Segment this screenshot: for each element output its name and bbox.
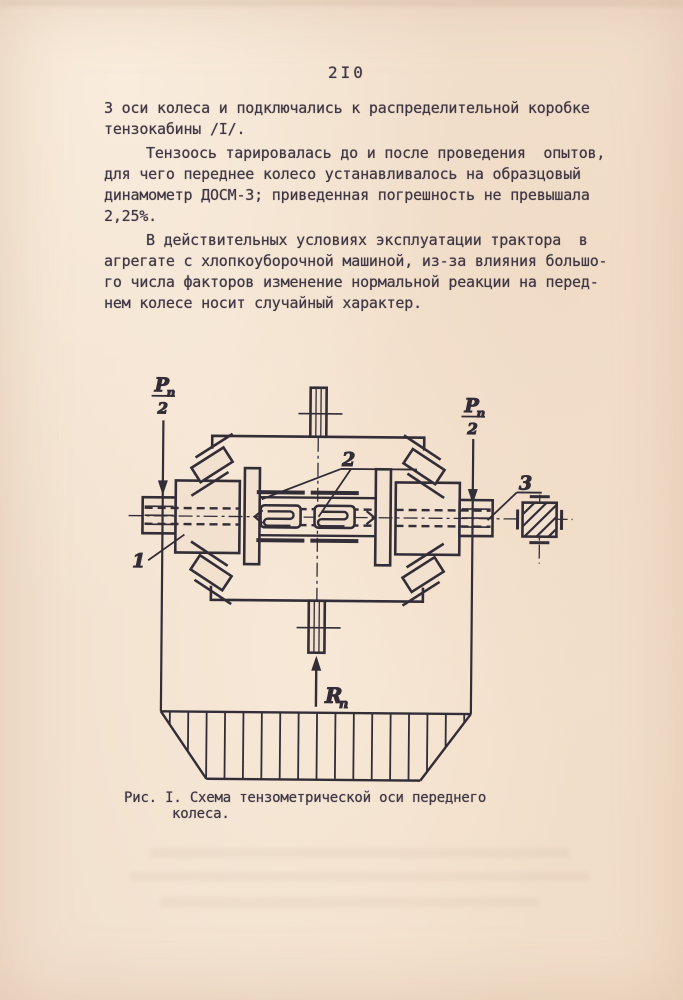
reaction-subscript: n [339, 697, 349, 712]
force-denominator: 2 [466, 420, 478, 438]
text-line: 2,25%. [104, 207, 157, 225]
axle-cross-section [515, 495, 564, 545]
callout-3: 3 [519, 472, 532, 494]
text-line: тензокабины /I/. [104, 120, 246, 138]
callout-2: 2 [341, 449, 355, 471]
front-axle-tensometric-diagram: P n 2 P n 2 R n 1 2 3 [128, 374, 573, 782]
force-subscript: n [476, 406, 485, 420]
text-line: динамометр ДОСМ-3; приведенная погрешнос… [104, 186, 590, 204]
wheel-outline [159, 710, 472, 782]
force-subscript: n [167, 385, 176, 399]
text-line: В действительных условиях эксплуатации т… [146, 231, 588, 249]
section-hatching [523, 503, 556, 536]
paragraph: В действительных условиях эксплуатации т… [104, 230, 624, 314]
callout-leaders [147, 468, 542, 561]
paragraph: 3 оси колеса и подключались к распредели… [104, 98, 624, 140]
page-number: 2I0 [328, 63, 366, 82]
ground-hatching [168, 711, 466, 782]
up-arrowhead [311, 655, 322, 671]
reaction-arrow [311, 655, 322, 707]
text-line: го числа факторов изменение нормальной р… [104, 273, 599, 291]
base-arrowheads [252, 509, 377, 526]
ink-bleedthrough [150, 848, 570, 858]
scan-top-edge [0, 0, 683, 6]
text-line: нем колесе носит случайный характер. [104, 294, 422, 312]
strain-gauge-left [259, 503, 302, 529]
caption-line: Рис. I. Схема тензометрической оси перед… [124, 790, 487, 806]
force-label-right: P n 2 [461, 394, 486, 439]
force-label-left: P n 2 [151, 374, 176, 418]
reaction-label: R n [323, 682, 349, 712]
body-text: 3 оси колеса и подключались к распредели… [104, 98, 624, 314]
lower-pivot-pin [296, 599, 341, 655]
force-line-left [157, 420, 168, 712]
section-ticks [515, 495, 564, 545]
force-symbol: P [463, 395, 479, 417]
text-line: 3 оси колеса и подключались к распредели… [104, 99, 590, 117]
strain-gauge-right [313, 504, 356, 530]
down-arrowhead [467, 489, 478, 505]
text-line: Тензоось тарировалась до и после проведе… [146, 144, 606, 162]
text-line: для чего переднее колесо устанавливалось… [104, 165, 581, 183]
callout-1: 1 [132, 550, 145, 572]
caption-line: колеса. [172, 805, 230, 822]
ink-bleedthrough [160, 898, 540, 907]
text-line: агрегате с хлопкоуборочной машиной, из-з… [104, 252, 608, 270]
reaction-symbol: R [324, 683, 343, 708]
force-denominator: 2 [156, 399, 168, 417]
paragraph: Тензоось тарировалась до и после проведе… [104, 143, 624, 227]
upper-pivot-pin [298, 386, 343, 439]
down-arrowhead [157, 480, 168, 496]
ink-bleedthrough [130, 872, 590, 881]
figure-caption: Рис. I. Схема тензометрической оси перед… [124, 790, 487, 822]
force-symbol: P [154, 374, 170, 396]
bearing-housing-right [393, 481, 462, 557]
force-line-right [467, 439, 478, 715]
